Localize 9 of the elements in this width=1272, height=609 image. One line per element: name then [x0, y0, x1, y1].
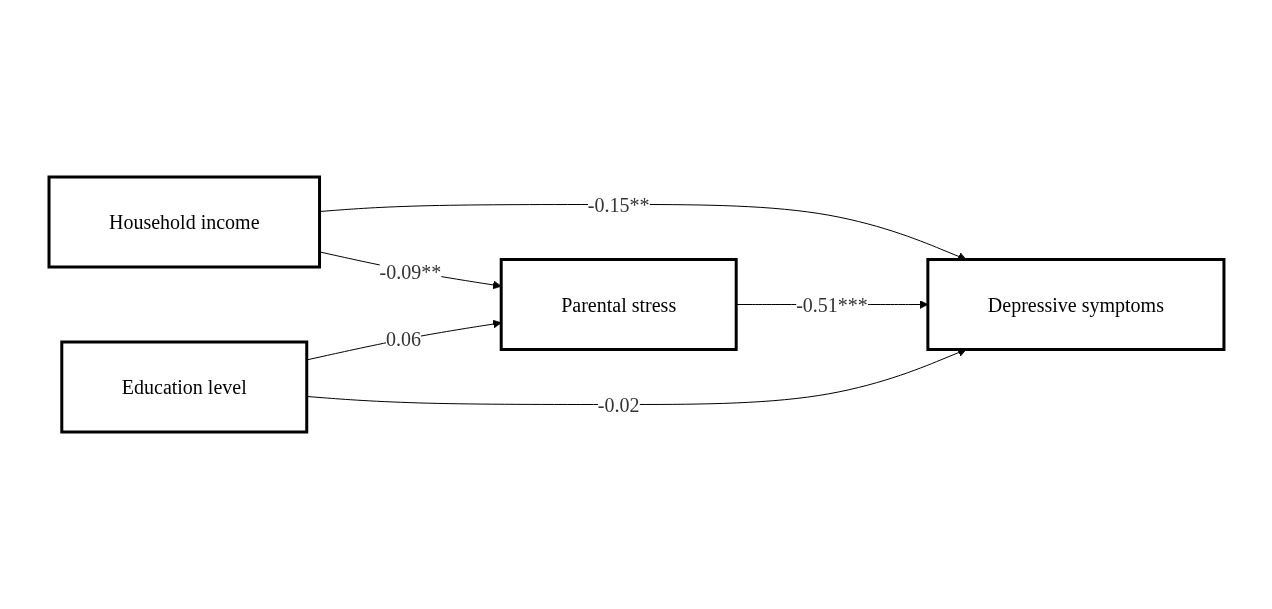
edge-label: -0.09** [379, 261, 441, 283]
node-box: Parental stress [499, 258, 738, 351]
edge-label: 0.06 [385, 327, 421, 350]
edge-label: -0.51*** [795, 293, 868, 316]
node-box: Education level [59, 340, 308, 434]
edge-label: -0.15** [587, 193, 650, 216]
node-box: Depressive symptoms [925, 258, 1225, 351]
edge-label: -0.02 [597, 393, 640, 416]
node-box: Household income [47, 175, 321, 269]
